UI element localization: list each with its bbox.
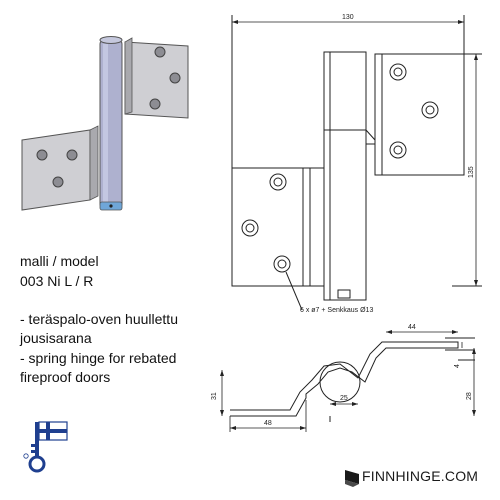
key-flag-logo	[23, 421, 68, 473]
hinge-product-render	[21, 36, 189, 211]
description-en-line2: fireproof doors	[20, 369, 111, 385]
section-dim-left: 31	[211, 392, 218, 400]
section-dim-right-small: 4	[454, 364, 461, 368]
description-fi-line2: jousisarana	[20, 330, 92, 346]
section-dim-top: 44	[408, 324, 416, 331]
section-dim-right: 28	[466, 392, 473, 400]
finnhinge-logo-icon	[345, 470, 359, 487]
brand-name: FINNHINGE.COM	[362, 468, 479, 484]
model-code: 003 Ni L / R	[20, 273, 94, 289]
front-view-drawing: 130 135	[231, 14, 482, 310]
section-dim-center: 25	[340, 395, 348, 402]
section-view-drawing: 44 4 28 31 25 48	[211, 324, 476, 432]
model-label: malli / model	[20, 253, 99, 269]
section-dim-bottom: 48	[264, 420, 272, 427]
front-height-dim: 135	[468, 166, 475, 178]
description-fi-line1: - teräspalo-oven huullettu	[20, 311, 178, 327]
front-width-dim: 130	[342, 14, 354, 21]
hole-note: 6 x ø7 + Senkkaus Ø13	[300, 307, 374, 314]
description-en-line1: - spring hinge for rebated	[20, 350, 177, 366]
